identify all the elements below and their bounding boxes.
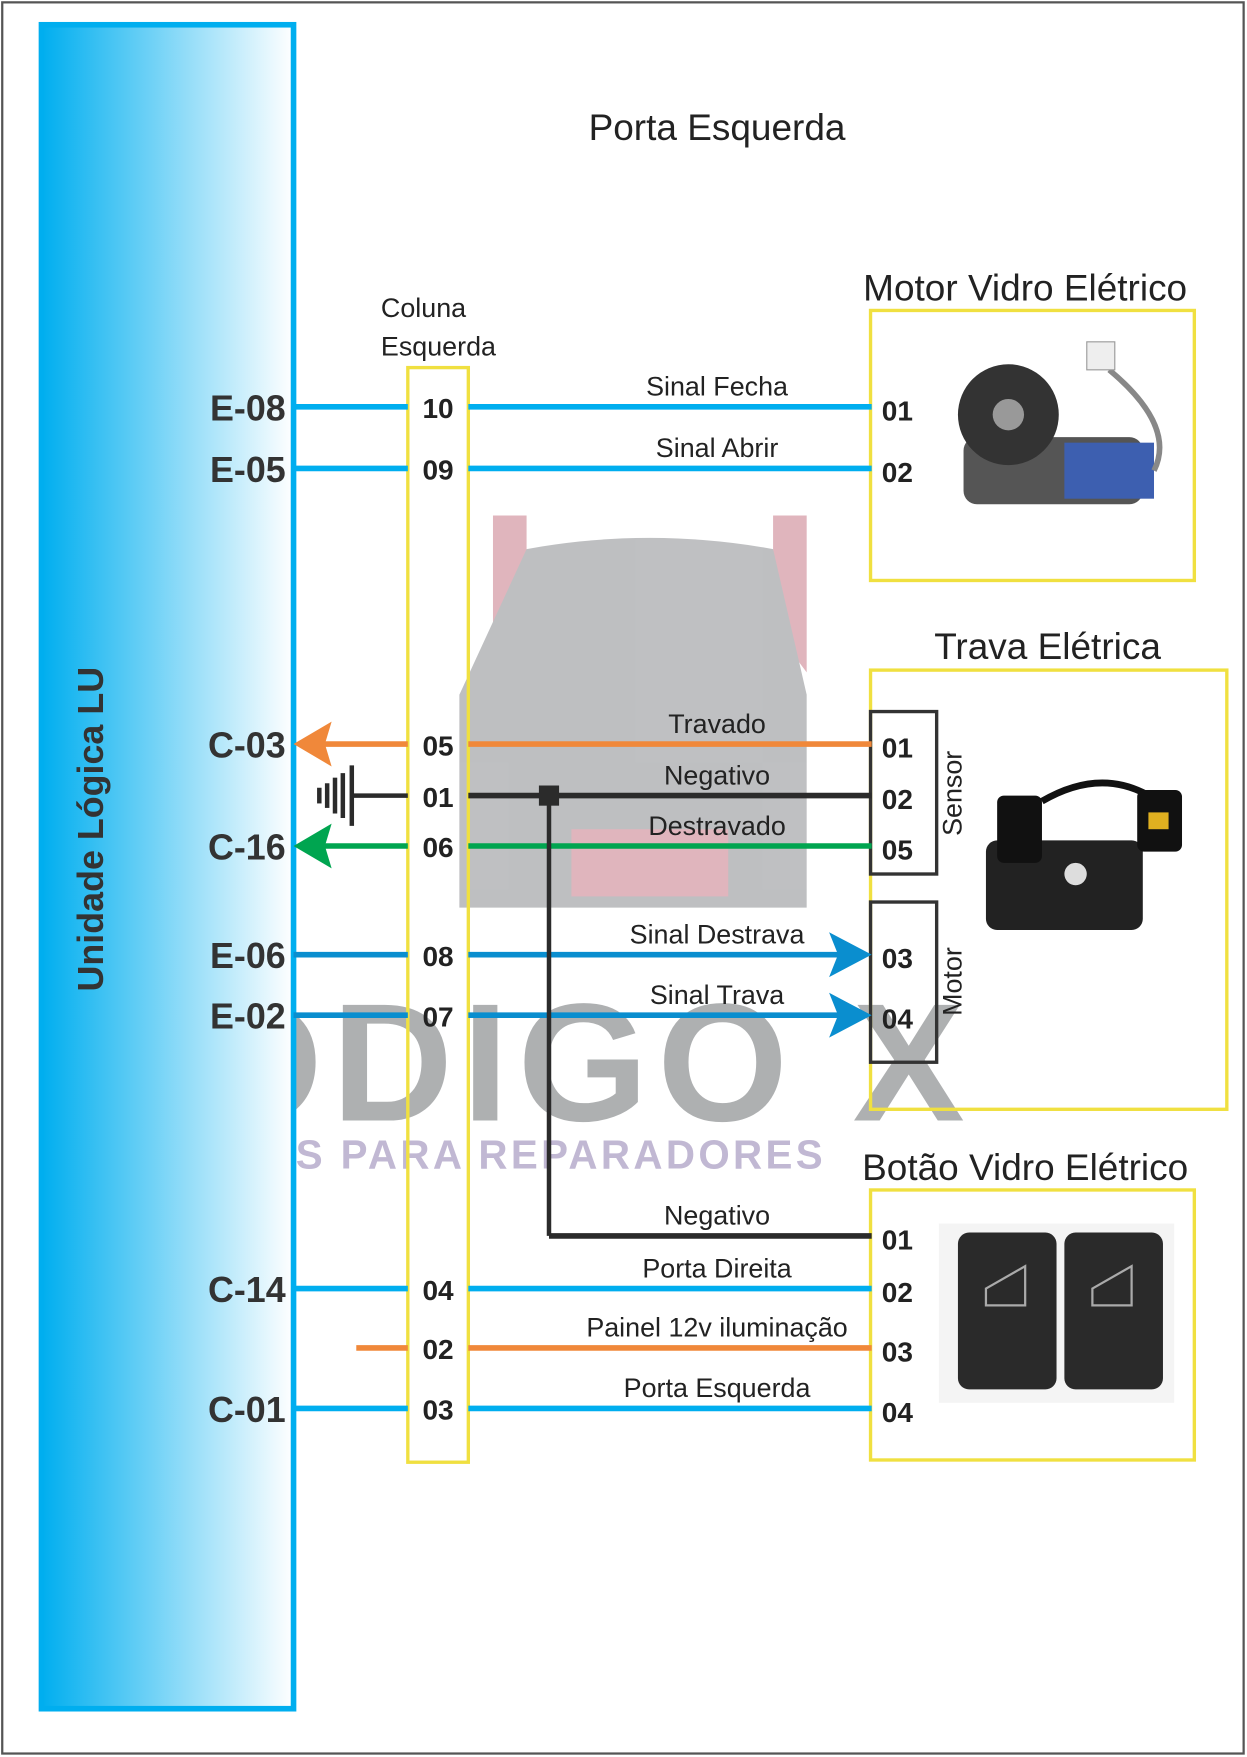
component-pin-label: 05 [882,834,913,865]
wire-label: Negativo [664,760,770,790]
motor-vidro-box [868,308,1197,583]
column-pin-label: 07 [422,1001,453,1032]
component-pin-label: 04 [882,1004,914,1035]
ecu-pin-label: C-01 [208,1390,286,1430]
ecu-pin-label: C-14 [208,1270,286,1310]
motor-vidro-title: Motor Vidro Elétrico [863,267,1187,308]
window-switch-image [938,1223,1175,1403]
ecu-pin-label: C-16 [208,827,286,867]
column-pin-label: 03 [422,1395,453,1426]
wire-label: Painel 12v iluminação [586,1313,847,1343]
arrow-right-icon [829,932,872,978]
column-pin-label: 02 [422,1334,453,1365]
component-pin-label: 03 [882,1336,913,1367]
wire-label: Sinal Abrir [656,433,779,463]
ecu-pin-label: E-08 [210,388,286,428]
component-pin-label: 01 [882,1224,913,1255]
page-title: Porta Esquerda [589,107,846,148]
component-pin-label: 01 [882,395,913,426]
ground-icon [317,765,408,826]
trava-box [868,668,1229,1111]
trava-title: Trava Elétrica [934,626,1161,667]
trava-motor-box [868,900,939,1064]
wire-label: Porta Esquerda [624,1373,811,1403]
ecu-pin-label: E-02 [210,997,286,1037]
column-pin-label: 10 [422,393,453,424]
junction-node [538,785,560,806]
wire-label: Travado [668,709,766,739]
sensor-label: Sensor [937,751,967,836]
component-pin-label: 02 [882,1277,913,1308]
arrow-left-icon [293,721,332,767]
component-pin-label: 02 [882,457,913,488]
ecu-pin-label: E-06 [210,936,286,976]
component-pin-label: 03 [882,943,913,974]
window-motor-image [957,341,1163,505]
arrow-right-icon [829,992,872,1038]
wires [293,404,872,1412]
column-connector [406,365,471,1464]
component-pin-label: 01 [882,732,913,763]
ecu-pin-label: E-05 [210,450,286,490]
column-pin-label: 09 [422,455,453,486]
truck-cab [459,537,807,908]
lock-actuator-image [985,779,1183,931]
wire-label: Sinal Destrava [630,919,805,949]
column-pin-label: 04 [422,1275,454,1306]
botao-box [868,1188,1197,1462]
component-pin-label: 02 [882,784,913,815]
ecu-label: Unidade Lógica LU [71,667,111,992]
column-pin-label: 06 [422,832,453,863]
column-label-2: Esquerda [381,331,496,361]
truck-grille [571,829,729,897]
component-pin-label: 04 [882,1397,914,1428]
column-pin-label: 05 [422,730,453,761]
botao-title: Botão Vidro Elétrico [862,1147,1188,1188]
wire-label: Destravado [648,811,785,841]
column-label-1: Coluna [381,293,466,323]
wire-label: Porta Direita [642,1253,791,1283]
ecu-block [38,21,297,1712]
wire-label: Sinal Fecha [646,372,788,402]
column-pin-label: 08 [422,941,453,972]
wire-label: Sinal Trava [650,980,784,1010]
arrow-left-icon [293,823,332,869]
ecu-pin-label: C-03 [208,725,286,765]
column-pin-label: 01 [422,782,453,813]
wire-label: Negativo [664,1201,770,1231]
motor-label: Motor [937,947,967,1016]
